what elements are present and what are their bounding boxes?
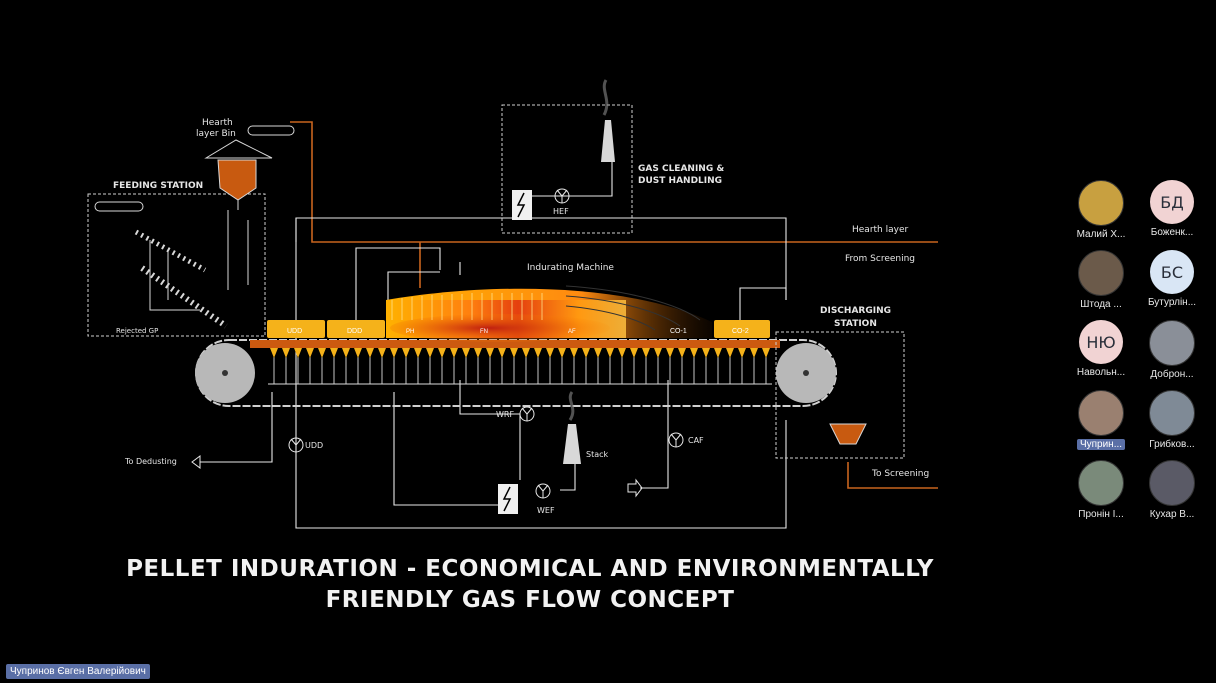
label-gas-cleaning-1: GAS CLEANING & xyxy=(638,164,724,174)
inlet-arrow-icon xyxy=(627,478,643,498)
gas-cleaning-box xyxy=(501,104,633,234)
zone-label-ph: PH xyxy=(406,329,414,335)
label-to-screening: To Screening xyxy=(871,469,929,479)
label-rejected-gp: Rejected GP xyxy=(116,327,158,335)
participant-tile[interactable]: Штода ... xyxy=(1066,246,1136,310)
participant-name: Малий Х... xyxy=(1076,229,1126,240)
participant-name: Бутурлін... xyxy=(1147,297,1197,308)
label-wrf: WRF xyxy=(496,410,514,419)
participant-tile[interactable]: Кухар В... xyxy=(1137,456,1207,520)
label-caf: CAF xyxy=(688,436,704,445)
participant-tile[interactable]: Чуприн... xyxy=(1066,386,1136,450)
zone-label-co2: CO-2 xyxy=(732,328,749,335)
feeding-station-box xyxy=(87,193,266,337)
participant-name: Доброн... xyxy=(1150,369,1194,380)
slide-title-line1: PELLET INDURATION - ECONOMICAL AND ENVIR… xyxy=(126,556,934,582)
zone-label-af: AF xyxy=(568,329,576,335)
participant-name: Штода ... xyxy=(1080,299,1122,310)
participant-name: Боженк... xyxy=(1150,227,1194,238)
participant-avatar xyxy=(1078,250,1124,296)
label-hearth-layer: Hearth layer xyxy=(852,225,908,235)
caf-fan xyxy=(668,432,684,448)
zone-label-ddd: DDD xyxy=(347,328,362,335)
participant-tile[interactable]: Малий Х... xyxy=(1066,176,1136,240)
participant-name: Пронін І... xyxy=(1078,509,1124,520)
participant-tile[interactable]: Грибков... xyxy=(1137,386,1207,450)
label-stack: Stack xyxy=(586,450,609,459)
participant-avatar xyxy=(1078,460,1124,506)
label-udd-fan: UDD xyxy=(305,441,323,450)
participant-avatar xyxy=(1149,460,1195,506)
participant-tile[interactable]: Доброн... xyxy=(1137,316,1207,380)
participant-avatar xyxy=(1078,180,1124,226)
main-stack xyxy=(563,391,581,464)
esp-filter-bottom xyxy=(498,484,518,514)
label-feeding-station: FEEDING STATION xyxy=(113,181,203,191)
participant-avatar: БД xyxy=(1150,180,1194,224)
participant-avatar xyxy=(1149,390,1195,436)
participant-tile[interactable]: НЮ Навольн... xyxy=(1066,316,1136,378)
wrf-fan xyxy=(519,406,535,422)
participant-name-active: Чуприн... xyxy=(1076,439,1126,450)
label-from-screening: From Screening xyxy=(845,254,915,264)
indurating-hood xyxy=(386,285,712,342)
label-discharging-2: STATION xyxy=(834,319,877,329)
traveling-grate xyxy=(195,339,837,407)
esp-filter-top xyxy=(512,190,532,220)
participant-avatar xyxy=(1078,390,1124,436)
slide-title-line2: FRIENDLY GAS FLOW CONCEPT xyxy=(325,587,735,613)
discharge-hopper xyxy=(829,423,867,445)
hearth-layer-bin xyxy=(204,125,295,290)
participant-avatar xyxy=(1149,320,1195,366)
discharging-station-box xyxy=(775,331,905,459)
dedusting-arrow-icon xyxy=(191,455,201,469)
participant-name: Кухар В... xyxy=(1149,509,1195,520)
zone-label-co1: CO-1 xyxy=(670,328,687,335)
hearth-layer-return-line xyxy=(290,121,938,489)
participant-tile[interactable]: БД Боженк... xyxy=(1137,176,1207,238)
wef-fan xyxy=(535,483,551,499)
participant-tile[interactable]: Пронін І... xyxy=(1066,456,1136,520)
label-hef: HEF xyxy=(553,207,569,216)
windbox-legs xyxy=(268,356,772,385)
feeding-conveyors xyxy=(94,201,228,329)
udd-fan xyxy=(288,437,304,453)
participant-avatar: БС xyxy=(1150,250,1194,294)
label-indurating-machine: Indurating Machine xyxy=(527,263,614,273)
windbox-funnels xyxy=(270,348,770,358)
gas-cleaning-stack xyxy=(601,79,615,162)
zone-label-fn: FN xyxy=(480,329,488,335)
participant-avatar: НЮ xyxy=(1079,320,1123,364)
zone-boxes xyxy=(267,320,770,338)
hef-fan xyxy=(554,188,570,204)
label-hearth-bin-1: Hearth xyxy=(202,118,233,128)
label-wef: WEF xyxy=(537,506,555,515)
label-discharging-1: DISCHARGING xyxy=(820,306,891,316)
active-speaker-name-tag: Чупринов Євген Валерійович xyxy=(6,664,150,679)
label-gas-cleaning-2: DUST HANDLING xyxy=(638,176,722,186)
zone-label-udd: UDD xyxy=(287,328,302,335)
label-hearth-bin-2: layer Bin xyxy=(196,129,236,139)
participant-name: Навольн... xyxy=(1076,367,1126,378)
participant-name: Грибков... xyxy=(1149,439,1195,450)
participant-tile[interactable]: БС Бутурлін... xyxy=(1137,246,1207,308)
label-to-dedusting: To Dedusting xyxy=(124,457,177,466)
